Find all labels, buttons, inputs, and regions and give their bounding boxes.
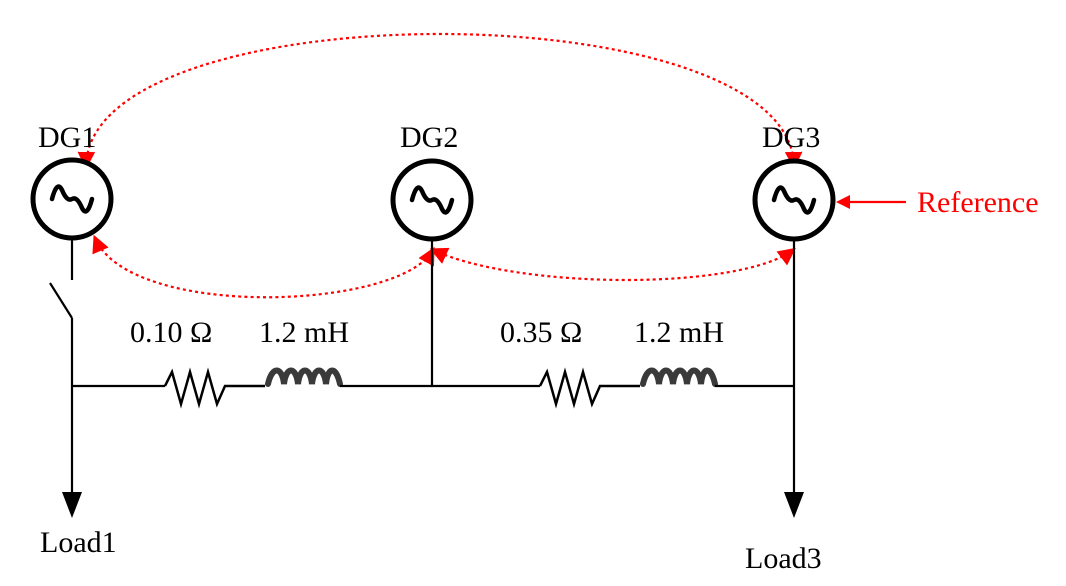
dg3-label: DG3 <box>762 121 820 154</box>
load1-label: Load1 <box>40 526 117 559</box>
sine-icon <box>771 185 817 215</box>
line2-inductance-label: 1.2 mH <box>634 316 724 349</box>
dg2-label: DG2 <box>400 121 458 154</box>
resistor-1 <box>163 367 265 409</box>
load3-arrow-icon <box>784 492 804 518</box>
comm-link-dg1-dg3 <box>77 33 803 170</box>
load3-label: Load3 <box>745 542 822 575</box>
line2-resistance-label: 0.35 Ω <box>500 316 582 349</box>
generator-dg2 <box>390 158 474 386</box>
reference-label: Reference <box>917 186 1039 219</box>
generator-dg1 <box>30 157 114 280</box>
comm-link-dg1-dg2 <box>92 234 435 299</box>
dg1-switch <box>49 282 74 508</box>
load1-arrow-icon <box>62 492 82 518</box>
inductor-2 <box>640 367 718 387</box>
dg1-label: DG1 <box>38 121 96 154</box>
sine-icon <box>409 185 455 215</box>
sine-icon <box>49 184 95 214</box>
comm-link-dg2-dg3 <box>429 247 796 282</box>
line1-resistance-label: 0.10 Ω <box>130 316 212 349</box>
generator-dg3 <box>752 158 836 508</box>
reference-arrow <box>836 195 906 209</box>
line1-inductance-label: 1.2 mH <box>259 316 349 349</box>
inductor-1 <box>265 367 343 387</box>
resistor-2 <box>538 367 640 409</box>
